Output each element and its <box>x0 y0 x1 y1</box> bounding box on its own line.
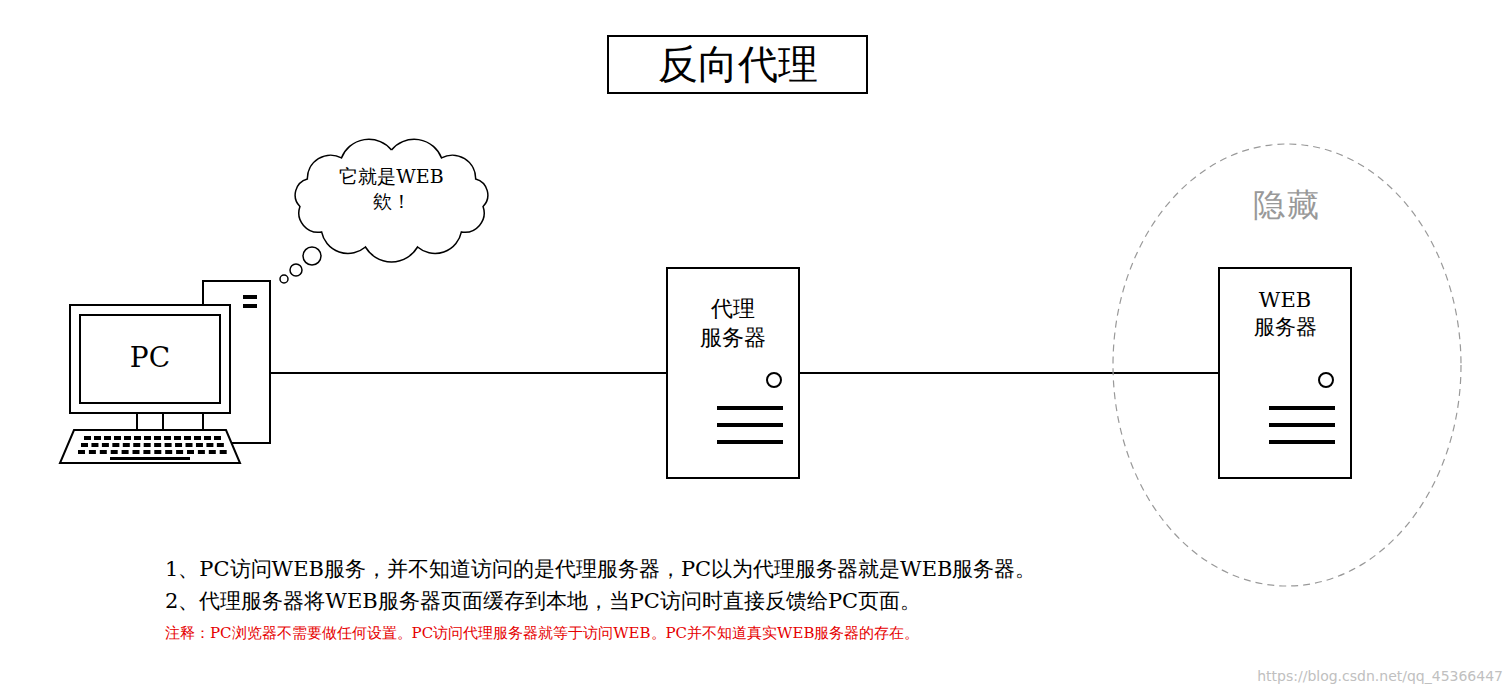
proxy-server: 代理 服务器 <box>666 267 800 479</box>
hidden-region-label: 隐藏 <box>1112 185 1462 227</box>
server-case <box>1219 268 1351 478</box>
key <box>198 450 205 454</box>
key <box>111 450 118 454</box>
tower-slot <box>243 304 257 308</box>
key <box>194 436 201 440</box>
tower-slot <box>243 295 257 299</box>
key <box>165 443 172 447</box>
monitor-screen <box>80 315 220 403</box>
key <box>209 450 216 454</box>
keyboard <box>60 430 240 463</box>
power-light <box>767 373 781 387</box>
drive-bay <box>1269 406 1335 410</box>
red-note: 注释：PC浏览器不需要做任何设置。PC访问代理服务器就等于访问WEB。PC并不知… <box>165 624 920 643</box>
key <box>184 436 191 440</box>
key <box>133 443 140 447</box>
key <box>91 443 98 447</box>
note-line: 1、PC访问WEB服务，并不知道访问的是代理服务器，PC以为代理服务器就是WEB… <box>165 555 1036 583</box>
key <box>134 436 141 440</box>
key <box>133 450 140 454</box>
key <box>143 450 150 454</box>
key <box>84 436 91 440</box>
title-text: 反向代理 <box>658 37 818 92</box>
key <box>114 436 121 440</box>
key <box>122 450 129 454</box>
monitor-frame <box>70 305 230 413</box>
key <box>165 450 172 454</box>
key <box>174 436 181 440</box>
drive-bay <box>717 423 783 427</box>
key <box>124 436 131 440</box>
key <box>123 443 130 447</box>
key <box>187 450 194 454</box>
key <box>214 436 221 440</box>
thought-cloud-label: 它就是WEB 欸！ <box>338 164 446 213</box>
cloud-outline <box>295 139 488 262</box>
pc-computer: PC <box>60 281 270 463</box>
key <box>217 443 224 447</box>
key <box>144 443 151 447</box>
key <box>81 443 88 447</box>
key <box>164 436 171 440</box>
key <box>102 443 109 447</box>
space-bar <box>110 457 190 460</box>
thought-dot <box>280 275 288 283</box>
pc-computer-label: PC <box>80 340 220 376</box>
key <box>100 450 107 454</box>
thought-dot <box>290 264 302 276</box>
key <box>186 443 193 447</box>
web-server-label: WEB 服务器 <box>1249 287 1321 342</box>
title-box: 反向代理 <box>607 35 868 94</box>
thought-cloud: 它就是WEB 欸！ <box>283 130 500 265</box>
thought-dot <box>303 247 321 265</box>
key <box>78 450 85 454</box>
drive-bay <box>1269 440 1335 444</box>
key <box>154 436 161 440</box>
key <box>154 450 161 454</box>
drive-bay <box>717 440 783 444</box>
key <box>206 443 213 447</box>
key <box>112 443 119 447</box>
key <box>175 443 182 447</box>
drive-bay <box>717 406 783 410</box>
key <box>220 450 227 454</box>
network-link <box>270 372 666 374</box>
key <box>154 443 161 447</box>
hidden-outline <box>1113 144 1461 586</box>
key <box>196 443 203 447</box>
key <box>104 436 111 440</box>
watermark: https://blog.csdn.net/qq_45366447 <box>1257 668 1503 684</box>
key <box>204 436 211 440</box>
network-link <box>800 372 1218 374</box>
note-line: 2、代理服务器将WEB服务器页面缓存到本地，当PC访问时直接反馈给PC页面。 <box>165 587 921 615</box>
power-light <box>1319 373 1333 387</box>
monitor-stand <box>137 413 163 430</box>
key <box>89 450 96 454</box>
key <box>94 436 101 440</box>
server-case <box>667 268 799 478</box>
proxy-server-label: 代理 服务器 <box>697 295 769 352</box>
web-server: WEB 服务器 <box>1218 267 1352 479</box>
key <box>176 450 183 454</box>
key <box>144 436 151 440</box>
drive-bay <box>1269 423 1335 427</box>
hidden-region: 隐藏 WEB 服务器 <box>1112 143 1462 587</box>
